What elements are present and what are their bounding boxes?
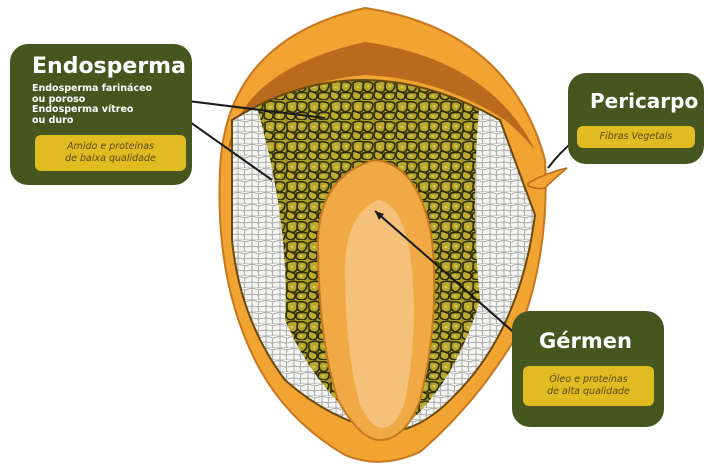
endosperma-pill: Amido e proteínas de baixa qualidade (35, 135, 186, 171)
pericarpo-pill-text: Fibras Vegetais (600, 131, 673, 142)
endosperma-line1: Endosperma farináceo (32, 84, 152, 95)
endosperma-desc: Endosperma farináceo ou poroso Endosperm… (32, 84, 152, 126)
germen-pill-line2: de alta qualidade (523, 386, 654, 398)
pericarpo-label-box: Pericarpo Fibras Vegetais (568, 73, 704, 164)
endosperma-title: Endosperma (32, 54, 186, 79)
pericarpo-pill: Fibras Vegetais (577, 126, 695, 148)
endosperma-line3: Endosperma vítreo (32, 105, 152, 116)
endosperma-line4: ou duro (32, 116, 152, 127)
germen-title: Gérmen (539, 329, 632, 353)
endosperma-pill-line2: de baixa qualidade (35, 153, 186, 165)
endosperma-label-box: Endosperma Endosperma farináceo ou poros… (10, 44, 192, 185)
endosperma-pill-line1: Amido e proteínas (35, 141, 186, 153)
pericarpo-title: Pericarpo (590, 89, 698, 113)
germen-pill: Óleo e proteínas de alta qualidade (523, 366, 654, 406)
germen-pill-line1: Óleo e proteínas (523, 374, 654, 386)
germen-label-box: Gérmen Óleo e proteínas de alta qualidad… (512, 311, 664, 427)
